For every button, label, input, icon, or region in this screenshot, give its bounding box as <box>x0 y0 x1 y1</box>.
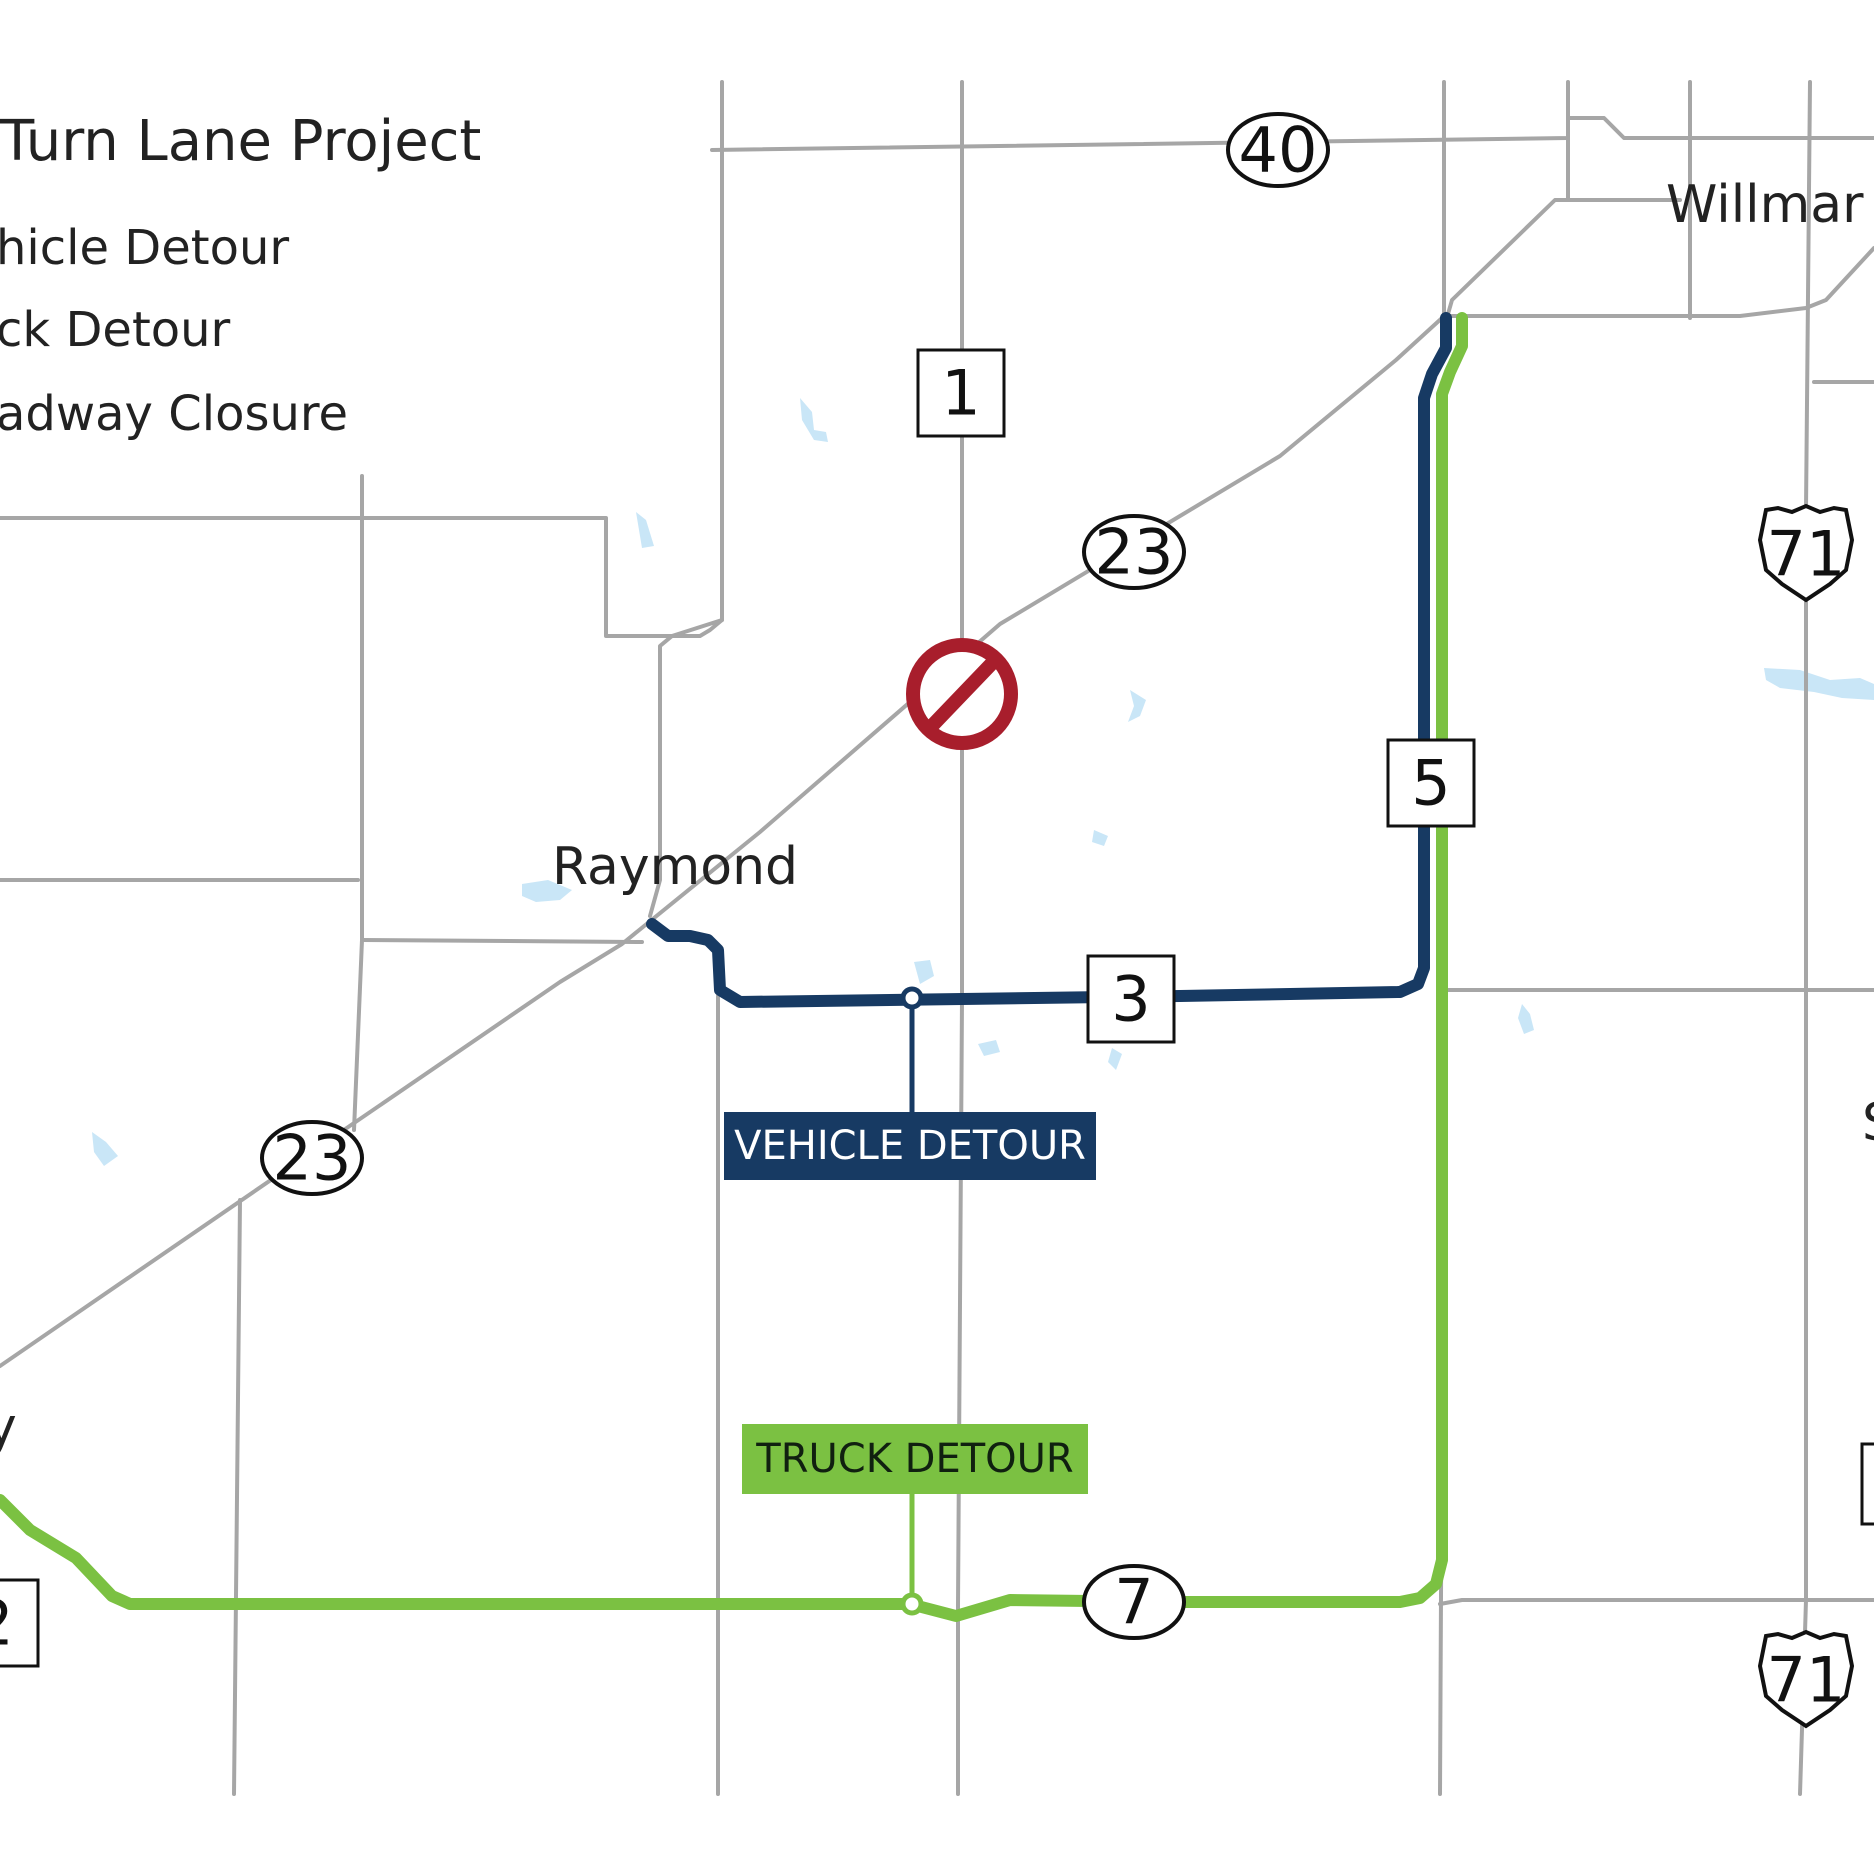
lake <box>800 398 828 442</box>
lake <box>1108 1048 1122 1070</box>
svg-text:7: 7 <box>1114 1566 1153 1639</box>
road-network <box>0 80 1874 1796</box>
west-south-road <box>232 1198 242 1796</box>
svg-text:23: 23 <box>273 1122 352 1195</box>
lake <box>1128 690 1146 722</box>
legend-item-roadway-closure: adway Closure <box>0 386 348 442</box>
county-road-markers: 1 3 5 2 <box>0 348 1874 1668</box>
us-highway-shield-71-south: 71 <box>1757 1629 1855 1729</box>
truck-detour-callout: TRUCK DETOUR <box>742 1424 1088 1494</box>
svg-text:71: 71 <box>1767 1644 1846 1717</box>
svg-text:71: 71 <box>1767 518 1846 591</box>
state-highway-shields: 40 23 23 7 <box>260 112 1330 1640</box>
highway-shield-40: 40 <box>1226 112 1330 188</box>
place-label-partial-right: S <box>1862 1093 1874 1153</box>
svg-text:1: 1 <box>941 357 980 430</box>
legend-item-vehicle-detour: hicle Detour <box>0 220 289 276</box>
highway-shield-23-north: 23 <box>1082 514 1186 590</box>
legend-item-truck-detour: ck Detour <box>0 302 231 358</box>
svg-text:3: 3 <box>1111 963 1150 1036</box>
county-road-marker-5: 5 <box>1386 738 1476 828</box>
road-3-west <box>360 938 644 944</box>
raymond-north-road <box>648 618 724 918</box>
lake <box>92 1132 118 1166</box>
road-closure-icon <box>906 638 1018 750</box>
county-road-marker-3: 3 <box>1086 954 1176 1044</box>
road-7-east <box>1438 1598 1874 1606</box>
svg-text:23: 23 <box>1095 516 1174 589</box>
legend: Turn Lane Project hicle Detour ck Detour… <box>0 109 481 442</box>
place-label-raymond: Raymond <box>552 837 798 897</box>
willmar-road <box>1566 136 1682 202</box>
us-71-road <box>1798 80 1812 1796</box>
lake <box>636 512 654 548</box>
svg-text:40: 40 <box>1239 114 1318 187</box>
lake <box>1764 668 1874 700</box>
vehicle-detour-callout: VEHICLE DETOUR <box>724 1112 1096 1180</box>
vehicle-detour-route <box>646 312 1452 1008</box>
highway-shield-23-south: 23 <box>260 1120 364 1196</box>
vehicle-detour-label: VEHICLE DETOUR <box>734 1123 1086 1169</box>
lake <box>1518 1004 1534 1034</box>
legend-title: Turn Lane Project <box>0 109 481 174</box>
us-highway-shields: 71 71 <box>1757 503 1855 1729</box>
willmar-connector <box>1446 198 1570 316</box>
truck-detour-route <box>0 312 1468 1622</box>
west-north-road <box>352 474 364 1132</box>
truck-callout-dot <box>900 1592 924 1616</box>
place-label-partial-left: y <box>0 1397 17 1457</box>
vehicle-callout-dot <box>900 986 924 1010</box>
highway-shield-7: 7 <box>1082 1564 1186 1640</box>
water-features <box>92 398 1874 1166</box>
lake <box>978 1040 1000 1056</box>
place-label-willmar: Willmar <box>1666 175 1864 235</box>
county-road-marker-1: 1 <box>916 348 1006 438</box>
highway-40-road <box>710 116 1874 152</box>
us-highway-shield-71-north: 71 <box>1757 503 1855 603</box>
truck-detour-label: TRUCK DETOUR <box>755 1436 1073 1482</box>
callout-connectors <box>900 986 924 1616</box>
lake <box>914 960 934 984</box>
svg-text:5: 5 <box>1411 747 1450 820</box>
county-1-road <box>956 80 964 1796</box>
county-road-marker-partial-left: 2 <box>0 1578 40 1668</box>
lake <box>522 880 572 902</box>
highway-23-road <box>0 316 1444 1368</box>
county-road-marker-partial-right <box>1860 1442 1874 1526</box>
lake <box>1092 830 1108 846</box>
svg-text:2: 2 <box>0 1587 14 1660</box>
